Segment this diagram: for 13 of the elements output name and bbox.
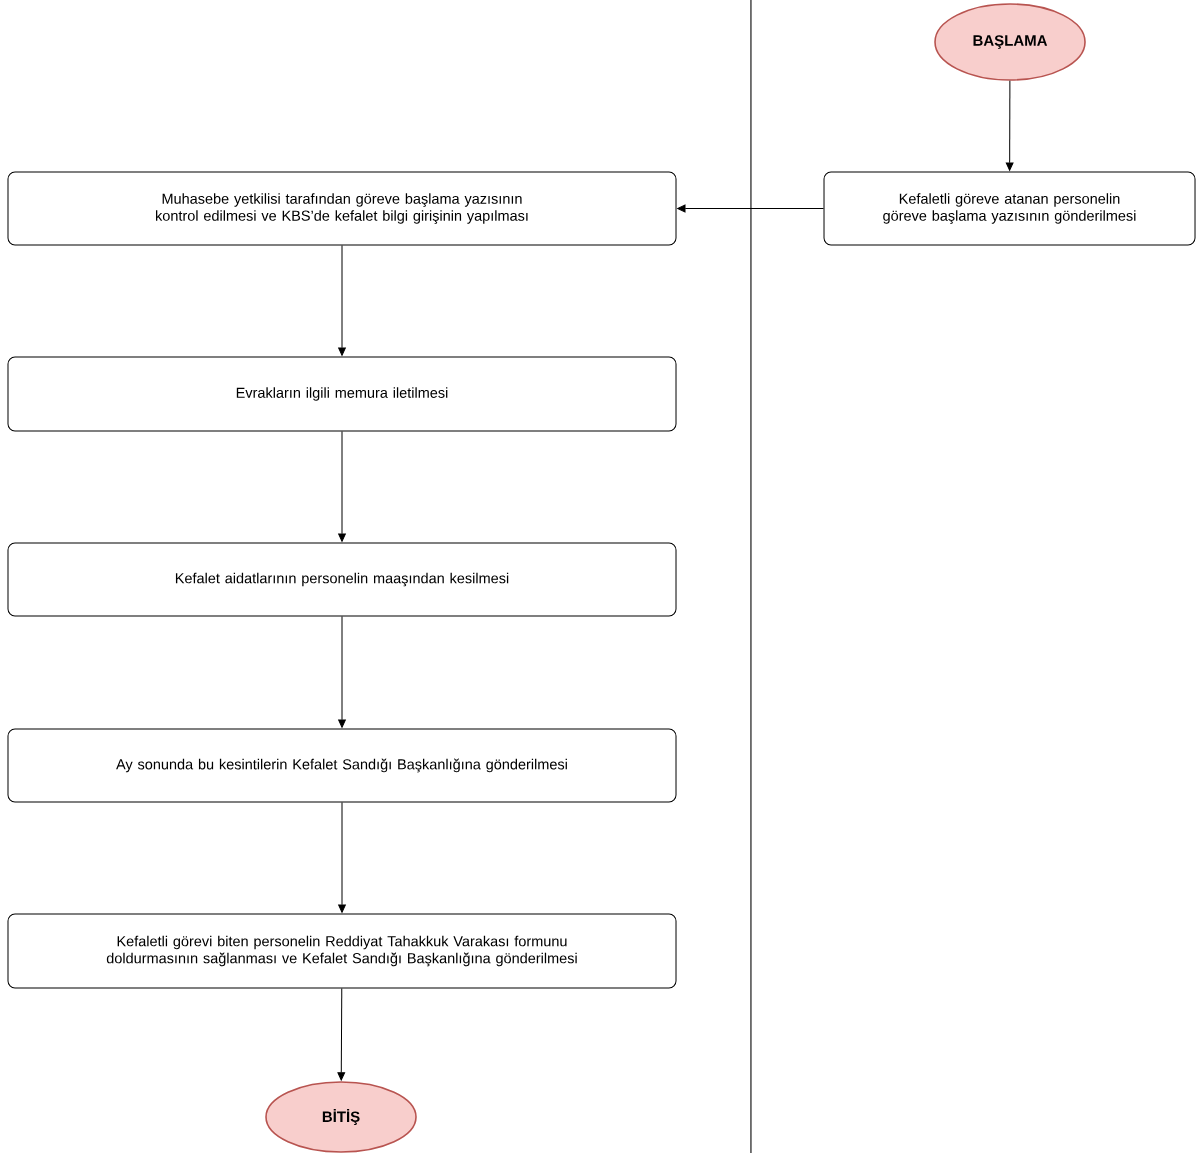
process-box: Kefaletli görevi biten personelin Reddiyat Tahakkuk Varakası formunu doldurmasının sağlanması ve Kefalet Sandığı Başkanlığına gönderilmesi bbox=[7, 913, 677, 989]
process-box: Evrakların ilgili memura iletilmesi bbox=[7, 356, 677, 432]
process-box: Ay sonunda bu kesintilerin Kefalet Sandığı Başkanlığına gönderilmesi bbox=[7, 728, 677, 803]
arrow bbox=[677, 204, 824, 213]
arrow bbox=[338, 245, 346, 356]
process-box: Kefalet aidatlarının personelin maaşından kesilmesi bbox=[7, 542, 677, 617]
arrow bbox=[1005, 80, 1014, 171]
process-box: Muhasebe yetkilisi tarafından göreve başlama yazısının kontrol edilmesi ve KBS’de kefalet bilgi girişinin yapılması bbox=[7, 171, 677, 246]
arrow bbox=[338, 802, 346, 913]
arrow bbox=[338, 616, 346, 728]
arrow bbox=[338, 431, 346, 542]
process-box: Kefaletli göreve atanan personelin göreve başlama yazısının gönderilmesi bbox=[823, 171, 1196, 246]
arrow bbox=[337, 988, 346, 1081]
